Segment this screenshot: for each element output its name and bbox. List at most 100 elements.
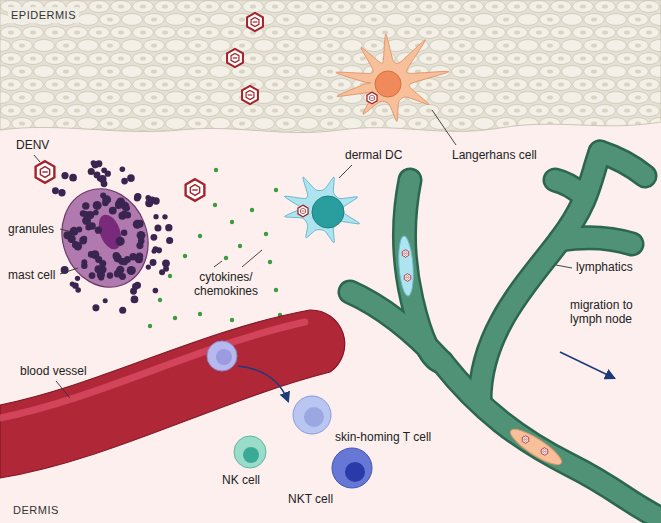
cell-nucleus [312,196,344,228]
granule [146,264,151,269]
dermal-dendritic-cell [284,177,359,243]
granule [116,266,124,274]
lymph-fill [560,238,632,244]
cytokine [214,168,218,172]
leader-line [214,261,222,267]
granule [101,180,108,187]
leader-line [56,381,70,398]
granule [162,259,170,267]
granule [88,222,95,229]
cell-label: Langerhans cell [452,148,537,162]
granule [105,171,111,177]
leader-line [432,110,456,145]
granules-inside [63,193,145,281]
granule [93,210,99,216]
cytokine [168,274,172,278]
virion [404,274,410,282]
virion [247,13,263,31]
nk-cell [234,436,266,468]
granule [115,202,122,209]
cell-nucleus [304,407,324,427]
granule [130,288,137,295]
leader-line [339,165,352,178]
cytokine [224,256,228,260]
granule [69,174,77,182]
granule [166,237,173,244]
cytokine [250,208,254,212]
migrating-dendritic-cell [397,236,415,297]
granule [91,250,100,259]
cytokine [183,254,187,258]
virion [367,92,377,104]
cytokine [198,312,202,316]
cell-label: skin-homing T cell [335,430,431,444]
granule [107,272,113,278]
leader-line [34,155,40,162]
cytokine [274,188,278,192]
granule [92,161,99,168]
layer-label: DERMIS [10,502,62,518]
lymph-outline [555,180,583,195]
granule [131,296,139,304]
granule [116,237,125,246]
mast-cell [48,177,161,300]
virion [541,448,547,456]
leader-line [242,250,262,267]
granule [137,231,146,240]
langerhans-cell [336,34,449,121]
virus-label: DENV [16,138,49,152]
layer-label: EPIDERMIS [8,7,79,23]
granule [121,258,128,265]
granule [124,205,130,211]
migrating-langerhans-cell [506,424,565,470]
extravasation-arrow [238,366,288,401]
epidermis-layer [0,0,661,133]
cell-nucleus [345,462,365,482]
granule [121,229,127,235]
granule [89,272,96,279]
granule [92,304,99,311]
granule [52,187,59,194]
nkt-cell [332,448,372,488]
cell-label: NKT cell [288,492,333,506]
cell-body [336,34,449,121]
lymphatic-vessels [350,152,661,522]
granule [162,214,167,219]
cell-nucleus [375,71,401,97]
blood-vessel [0,310,345,478]
cell-body [284,177,359,243]
virion [522,436,528,444]
process-label: migration to lymph node [570,298,654,326]
granule [120,166,126,172]
granule [93,201,102,210]
granule [149,196,156,203]
cytokine [198,234,202,238]
granule [150,259,157,266]
granule [112,252,120,260]
cytokine-dots [148,168,282,336]
lymph-outline [600,152,645,176]
granule [109,207,117,215]
leader-line [556,265,572,268]
migration-arrow [560,352,614,378]
granule [76,226,82,232]
granule [97,271,105,279]
granule [75,276,80,281]
granule [61,172,68,179]
granule [58,189,65,196]
virion [242,86,258,104]
cytokine [268,260,272,264]
granule [119,307,126,314]
lymph-fill [350,292,442,362]
granule [159,269,165,275]
granule [127,174,135,182]
granule [150,234,157,241]
part-label: granules [8,222,54,236]
granule [75,287,81,293]
granule [136,220,144,228]
cytokine [274,288,278,292]
virion [402,250,408,258]
